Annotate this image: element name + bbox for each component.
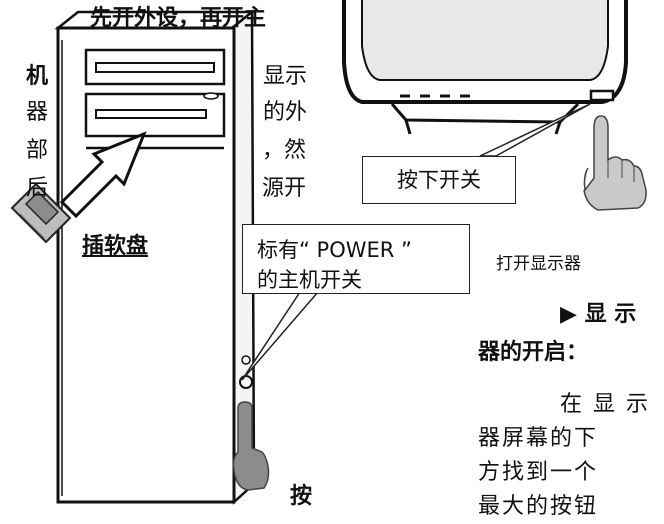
monitor-body-line3: 方找到一个 — [478, 460, 599, 485]
instructions-line1-end: 显示 — [263, 64, 308, 89]
press-switch-callout: 按下开关 — [362, 156, 516, 204]
open-monitor-caption: 打开显示器 — [496, 254, 581, 274]
instructions-heading: 先开外设，再开主 — [90, 6, 267, 31]
monitor-illustration — [342, 0, 628, 135]
instructions-line1-start: 机 — [26, 64, 49, 89]
monitor-startup-title-suffix: ： — [566, 340, 589, 365]
floppy-disk-icon — [10, 182, 72, 244]
power-switch-callout: 标有“ POWER ” 的主机开关 — [242, 224, 470, 294]
monitor-body-line4: 最大的按钮 — [478, 494, 599, 519]
computer-tower-illustration — [54, 9, 256, 505]
instructions-line3-start: 部 — [26, 138, 49, 163]
press-switch-text: 按下开关 — [397, 168, 481, 192]
instructions-line4-end: 源开 — [262, 176, 307, 201]
power-label-line2: 的主机开关 — [257, 268, 362, 292]
instructions-line2-end: 的外 — [263, 100, 308, 125]
insert-disk-label: 插软盘 — [82, 234, 149, 259]
monitor-body-line2: 器屏幕的下 — [478, 426, 599, 451]
instructions-line3-end: ，然 — [262, 138, 307, 163]
instructions-line4-start: 后 — [26, 176, 49, 201]
monitor-startup-title-line2: 器的开启： — [478, 336, 588, 370]
power-label-line1: 标有“ POWER ” — [257, 238, 412, 262]
monitor-body-line1: 在 显 示 — [560, 392, 650, 417]
monitor-startup-title-line1: ▶ 显 示 — [560, 302, 637, 327]
insert-arrow-icon — [59, 131, 147, 219]
hand-pressing-icon-power — [232, 401, 270, 491]
instructions-line2-start: 器 — [26, 100, 49, 125]
monitor-startup-title-text: 器的开启 — [478, 340, 567, 365]
press-label: 按 — [290, 484, 313, 509]
hand-pointing-icon-monitor — [583, 115, 647, 211]
